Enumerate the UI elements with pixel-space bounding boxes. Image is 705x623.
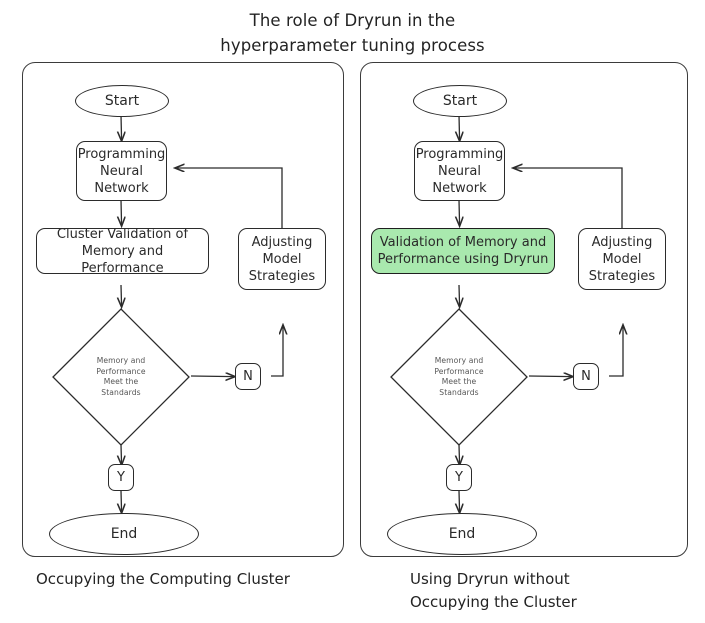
node-programming-line-3: Network [94, 180, 149, 196]
node-validation-line-2: Performance using Dryrun [377, 252, 549, 267]
node-decision-line-2: Performance [96, 366, 146, 376]
node-adjusting-line-2: Model [602, 251, 642, 267]
node-branch-yes-label: Y [117, 470, 125, 485]
node-branch-no[interactable]: N [573, 363, 599, 390]
node-branch-yes-label: Y [455, 470, 463, 485]
node-decision-line-4: Standards [101, 387, 141, 397]
caption-right-line-2: Occupying the Cluster [410, 593, 577, 611]
caption-right-line-1: Using Dryrun without [410, 570, 570, 588]
page-title-line-1: The role of Dryrun in the [249, 11, 456, 30]
node-branch-yes[interactable]: Y [108, 464, 134, 491]
node-start[interactable]: Start [75, 85, 169, 117]
node-start-label: Start [442, 93, 478, 109]
node-end-label: End [448, 526, 476, 542]
node-programming-neural-network[interactable]: Programming Neural Network [414, 141, 505, 201]
node-adjusting-model-strategies[interactable]: Adjusting Model Strategies [238, 228, 326, 290]
node-validation[interactable]: Cluster Validation of Memory and Perform… [36, 226, 209, 276]
node-end-label: End [110, 526, 138, 542]
connectors-left [23, 114, 345, 558]
node-adjusting-line-2: Model [262, 251, 302, 267]
flowchart-panel-left: Start Programming Neural Network Cluster… [22, 62, 344, 557]
node-decision-line-1: Memory and [434, 356, 484, 365]
node-validation-dryrun[interactable]: Validation of Memory and Performance usi… [371, 228, 555, 274]
node-validation-line-1: Cluster Validation of [56, 226, 189, 242]
node-adjusting-line-1: Adjusting [591, 234, 653, 250]
node-decision-standards[interactable]: Memory and Performance Meet the Standard… [389, 307, 529, 447]
caption-left: Occupying the Computing Cluster [36, 568, 336, 591]
node-programming-line-2: Neural [100, 163, 143, 179]
node-programming-neural-network[interactable]: Programming Neural Network [76, 141, 167, 201]
node-decision-line-3: Meet the [103, 377, 139, 386]
node-branch-yes[interactable]: Y [446, 464, 472, 491]
connectors-right [361, 114, 689, 558]
node-validation-line-2: Memory and Performance [81, 243, 164, 276]
node-decision-line-3: Meet the [441, 377, 477, 386]
node-adjusting-line-1: Adjusting [251, 234, 313, 250]
page-title-line-2: hyperparameter tuning process [220, 36, 485, 55]
diamond-shape [52, 308, 190, 446]
diamond-shape [390, 308, 528, 446]
node-branch-no-label: N [243, 369, 253, 384]
node-adjusting-model-strategies[interactable]: Adjusting Model Strategies [578, 228, 666, 290]
node-branch-no[interactable]: N [235, 363, 261, 390]
node-decision-line-1: Memory and [96, 356, 146, 365]
node-programming-line-2: Neural [438, 163, 481, 179]
caption-right: Using Dryrun without Occupying the Clust… [410, 568, 680, 614]
node-branch-no-label: N [581, 369, 591, 384]
flowchart-right: Start Programming Neural Network Validat… [361, 63, 687, 556]
node-decision-standards[interactable]: Memory and Performance Meet the Standard… [51, 307, 191, 447]
flowchart-panel-right: Start Programming Neural Network Validat… [360, 62, 688, 557]
node-decision-line-2: Performance [434, 366, 484, 376]
page-title: The role of Dryrun in the hyperparameter… [0, 8, 705, 58]
node-validation-line-1: Validation of Memory and [379, 235, 547, 250]
node-start-label: Start [104, 93, 140, 109]
node-adjusting-line-3: Strategies [248, 268, 316, 284]
node-end[interactable]: End [387, 513, 537, 555]
flowchart-left: Start Programming Neural Network Cluster… [23, 63, 343, 556]
node-programming-line-3: Network [432, 180, 487, 196]
node-end[interactable]: End [49, 513, 199, 555]
caption-left-line-1: Occupying the Computing Cluster [36, 570, 290, 588]
node-programming-line-1: Programming [77, 146, 166, 162]
node-start[interactable]: Start [413, 85, 507, 117]
node-adjusting-line-3: Strategies [588, 268, 656, 284]
node-programming-line-1: Programming [415, 146, 504, 162]
node-decision-line-4: Standards [439, 387, 479, 397]
